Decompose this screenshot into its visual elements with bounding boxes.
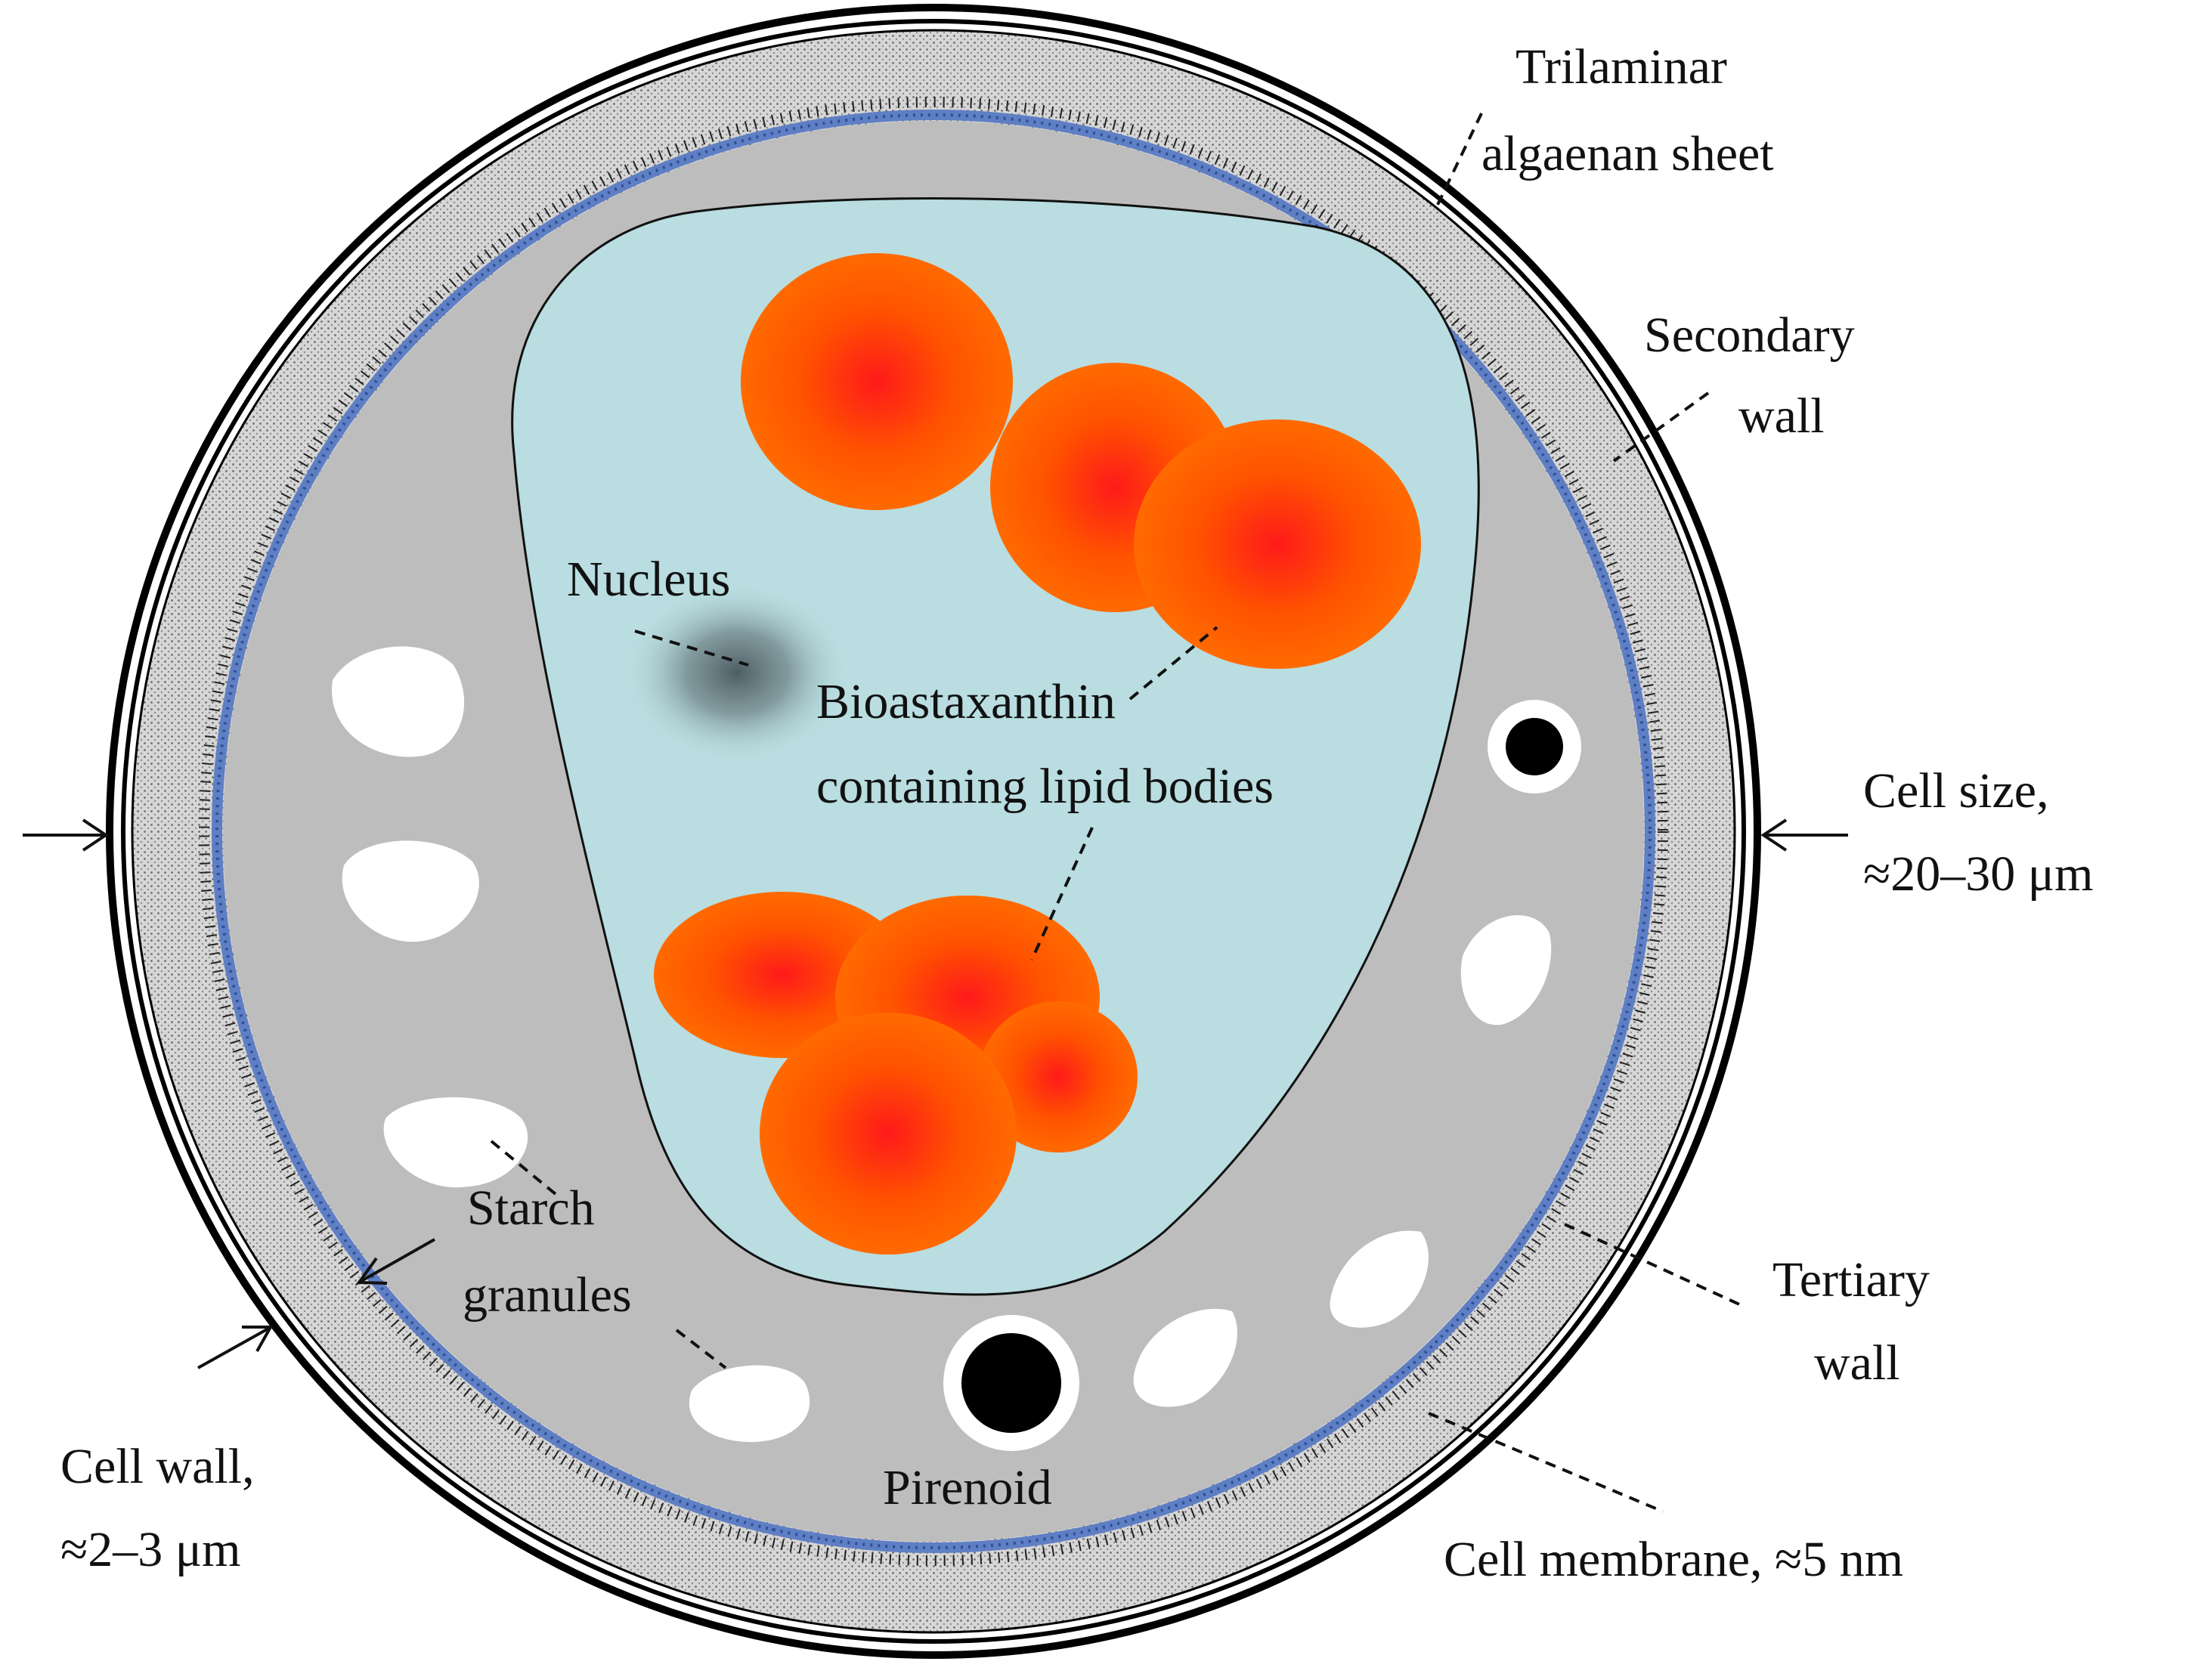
cell-size-arrow-right — [1760, 818, 1848, 852]
cell-wall-label-line2: ≈2–3 μm — [60, 1522, 240, 1577]
lipid-body — [760, 1013, 1017, 1255]
nucleus — [624, 582, 850, 763]
cell-size-label: Cell size, — [1863, 763, 2049, 818]
trilaminar-label: Trilaminar — [1516, 39, 1727, 94]
starch-granule — [689, 1365, 810, 1443]
secondary-wall-label-line2: wall — [1738, 388, 1825, 444]
starch-granule — [342, 840, 479, 942]
tertiary-wall-layer — [199, 97, 1668, 1566]
starch-granule — [1133, 1308, 1237, 1407]
pyrenoid — [961, 1333, 1061, 1433]
trilaminar-label-line2: algaenan sheet — [1481, 126, 1774, 181]
secondary-wall-label: Secondary — [1644, 308, 1855, 363]
cell-size-arrow-left — [23, 818, 109, 852]
leader-lipid-top — [1129, 626, 1218, 701]
lipid-body — [741, 253, 1013, 510]
cell-size-label-line2: ≈20–30 μm — [1863, 846, 2093, 902]
cell-membrane-label: Cell membrane, ≈5 nm — [1444, 1532, 1903, 1587]
cell-wall-arrow-inner — [356, 1238, 435, 1285]
tertiary-wall-label: Tertiary — [1772, 1252, 1930, 1307]
leader-membrane — [1428, 1412, 1664, 1513]
lipid-label: Bioastaxanthin — [816, 674, 1116, 729]
leader-lipid-bottom — [1030, 827, 1094, 961]
cell-membrane-texture — [215, 113, 1652, 1549]
starch-granule — [1460, 915, 1552, 1026]
leader-tertiary — [1564, 1223, 1747, 1309]
lipid-body — [979, 1001, 1138, 1152]
starch-granule — [383, 1097, 528, 1188]
leader-nucleus — [634, 630, 749, 667]
nucleus-label: Nucleus — [567, 552, 730, 607]
lipid-label-line2: containing lipid bodies — [816, 759, 1274, 814]
starch-granule — [332, 646, 465, 757]
lipid-body — [1134, 419, 1421, 669]
starch-label-line2: granules — [463, 1267, 632, 1323]
starch-granule — [1330, 1230, 1429, 1328]
leader-secondary — [1612, 391, 1710, 463]
cell-wall-arrow-outer — [197, 1326, 274, 1369]
pyrenoid — [1506, 718, 1563, 775]
tertiary-wall-label-line2: wall — [1814, 1335, 1900, 1391]
leader-starch-upper — [490, 1140, 557, 1196]
pirenoid-label: Pirenoid — [883, 1460, 1052, 1515]
starch-label: Starch — [467, 1180, 595, 1236]
leader-starch-lower — [675, 1329, 727, 1369]
cell-wall-label: Cell wall, — [60, 1439, 255, 1494]
